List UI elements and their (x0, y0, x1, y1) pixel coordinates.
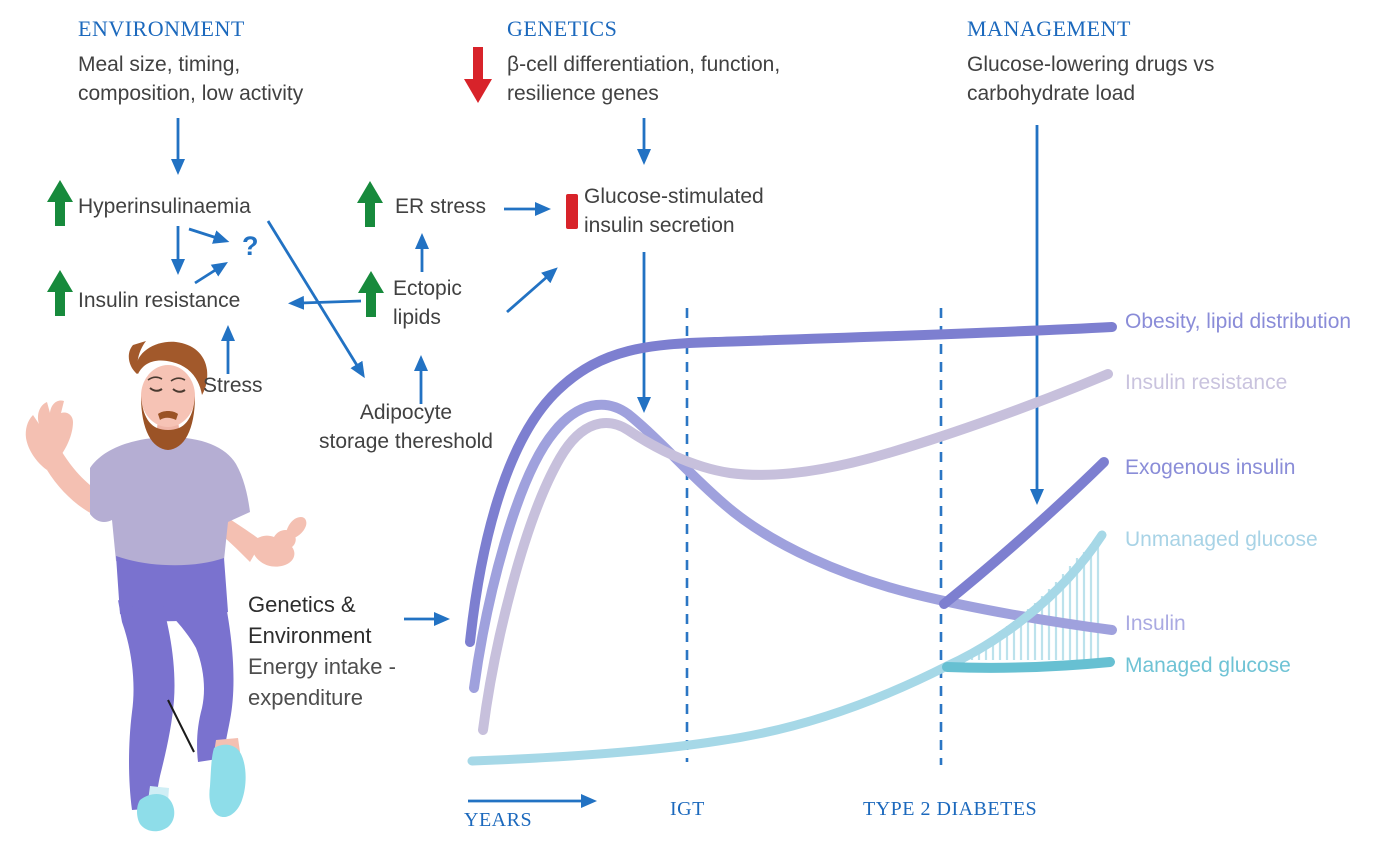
flow-arrows (171, 118, 651, 808)
inhibition-block-icon (566, 194, 578, 229)
stage-dashed-lines (685, 308, 943, 765)
hyper-to-question-arrow (188, 227, 230, 244)
time-course-curves (465, 322, 1117, 766)
genetics-subtitle: β-cell differentiation, function, resili… (507, 53, 781, 106)
t2d-stage-label: TYPE 2 DIABETES (863, 798, 1038, 820)
closed-eye (149, 387, 163, 392)
down-arrow-icon (464, 47, 492, 103)
open-hand (25, 400, 73, 470)
genetics-title: GENETICS (507, 16, 618, 41)
environment-title: ENVIRONMENT (78, 16, 245, 41)
back-shoe (137, 794, 175, 832)
front-shoe (209, 744, 246, 818)
ectopic-to-gsis-arrow (506, 267, 558, 314)
management-title: MANAGEMENT (967, 16, 1131, 41)
adipocyte-label: Adipocyte storage thereshold (319, 401, 493, 454)
series-label-managed-glucose: Managed glucose (1125, 654, 1291, 677)
up-arrow-icon (357, 181, 383, 227)
series-label-insulin-resistance: Insulin resistance (1125, 371, 1288, 394)
unmanaged-glucose-curve (467, 530, 1107, 766)
exogenous-insulin-curve (939, 457, 1109, 609)
question-mark-label: ? (242, 231, 259, 261)
years-axis-label: YEARS (464, 809, 533, 831)
ectopic-lipids-label: Ectopic lipids (393, 277, 462, 330)
gsis-label: Glucose-stimulated insulin secretion (584, 185, 764, 238)
thumb-up-hand (251, 529, 296, 567)
walking-person-illustration (25, 341, 307, 832)
up-arrow-icon (47, 180, 73, 226)
series-label-insulin: Insulin (1125, 612, 1186, 635)
shirt (90, 437, 250, 568)
hair (135, 341, 208, 395)
energy-label: Energy intake - expenditure (248, 654, 396, 710)
managed-glucose-curve (942, 657, 1115, 673)
series-label-unmanaged-glucose: Unmanaged glucose (1125, 528, 1318, 551)
back-leg (118, 600, 175, 810)
management-subtitle: Glucose-lowering drugs vs carbohydrate l… (967, 53, 1215, 106)
increase-arrow-icons (47, 180, 384, 317)
closed-eye (172, 388, 186, 393)
resistance-to-question-arrow (194, 262, 228, 285)
ectopic-to-resistance-arrow (288, 295, 362, 310)
series-label-obesity: Obesity, lipid distribution (1125, 310, 1352, 333)
glucose-gap-hatching (956, 536, 1100, 660)
red-marks (464, 47, 578, 229)
environment-subtitle: Meal size, timing, composition, low acti… (78, 53, 304, 106)
stress-label: Stress (203, 374, 263, 397)
beard (141, 396, 195, 450)
hyperinsulinaemia-label: Hyperinsulinaemia (78, 195, 251, 218)
er-stress-label: ER stress (395, 195, 487, 218)
insulin-resistance-label: Insulin resistance (78, 289, 241, 312)
insulin-resistance-curve (478, 369, 1113, 735)
front-leg (162, 606, 234, 762)
genetics-env-label: Genetics & Environment (248, 592, 372, 648)
obesity-curve (465, 322, 1117, 647)
series-label-exogenous-insulin: Exogenous insulin (1125, 456, 1296, 479)
face (141, 365, 195, 427)
long-arrows (637, 125, 1044, 505)
hyper-to-adipocyte-arrow (266, 220, 365, 379)
igt-stage-label: IGT (670, 798, 705, 820)
up-arrow-icon (47, 270, 73, 316)
up-arrow-icon (358, 271, 384, 317)
